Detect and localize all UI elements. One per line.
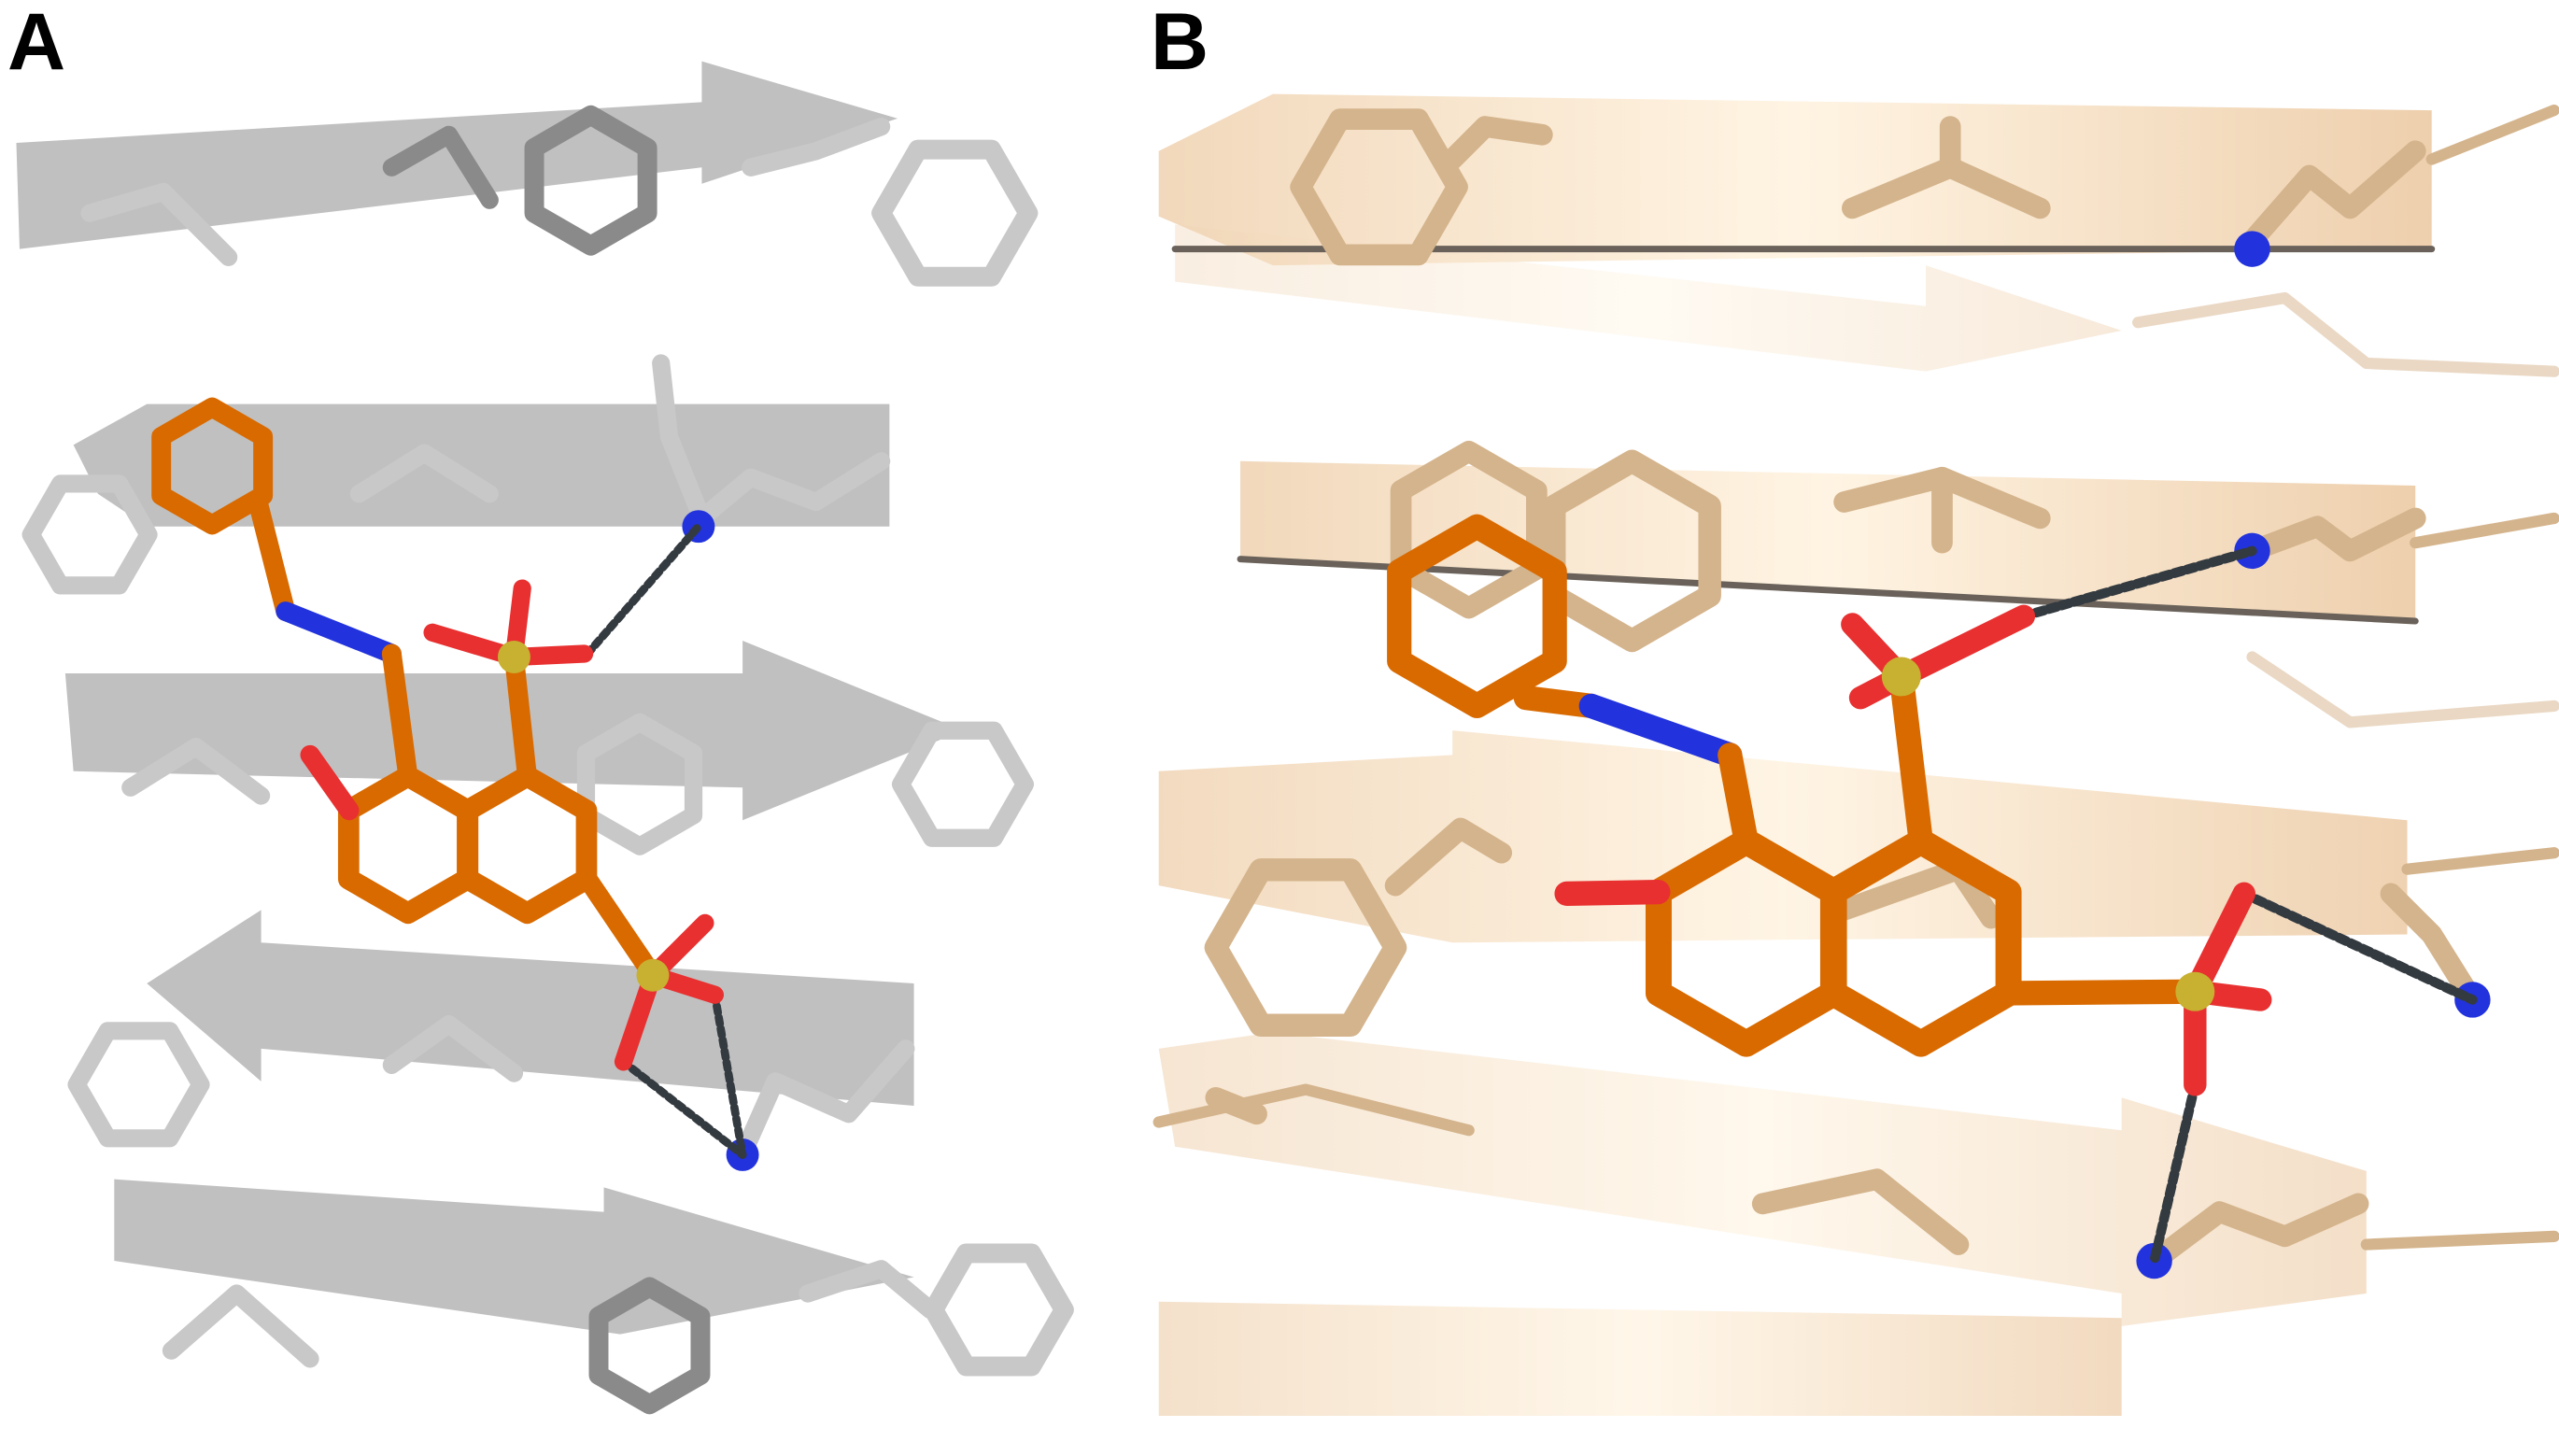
sulfur-atom <box>497 641 530 673</box>
hydrogen-bond <box>2149 1080 2200 1266</box>
phenylalanine-ring <box>871 139 1039 287</box>
phenylalanine-ring <box>67 1022 210 1148</box>
phenylalanine-ring <box>1542 449 1721 653</box>
hydrogen-bond <box>711 990 747 1159</box>
loop-coil <box>1152 1083 1475 1137</box>
phenylalanine-ring <box>524 105 657 256</box>
beta-strand <box>114 1179 914 1335</box>
ligand-naphthalene-ring <box>457 765 598 925</box>
ligand-bond <box>503 647 537 786</box>
lysine-sidechain <box>2380 883 2483 1011</box>
panel-label-a: A <box>7 0 66 87</box>
sidechain <box>1205 1086 1267 1125</box>
valine-sidechain <box>1751 1168 1970 1255</box>
valine-sidechain <box>349 444 499 503</box>
lysine-sidechain <box>2241 140 2426 252</box>
sidechain <box>799 1260 940 1320</box>
sulfur-atom <box>1881 657 1921 697</box>
lysine-sidechain <box>2143 1193 2369 1272</box>
beta-strand <box>1158 730 2408 943</box>
lysine-sidechain <box>652 354 891 528</box>
azo-bond <box>276 601 402 664</box>
hydrogen-bond <box>2239 888 2478 1005</box>
hydrogen-bond <box>583 522 703 658</box>
phenylalanine-ring <box>1290 108 1468 266</box>
panel-b <box>1152 93 2559 1417</box>
sidechain <box>1384 817 1513 897</box>
hydroxyl-bond <box>300 744 360 821</box>
lysine-sidechain <box>733 1039 915 1165</box>
phenylalanine-ring <box>588 1277 711 1415</box>
ligand-naphthalene-ring <box>337 765 478 925</box>
loop-coil <box>2132 291 2559 377</box>
ligand-bond <box>577 869 663 985</box>
azo-bond <box>1578 693 1743 768</box>
sidechain <box>742 117 891 177</box>
beta-strand <box>147 910 914 1107</box>
ligand-bond <box>1888 664 1933 855</box>
phenylalanine-ring <box>576 713 703 855</box>
hydrogen-bond <box>619 1057 747 1159</box>
sidechain <box>1441 116 1553 170</box>
phenylalanine-ring <box>924 1243 1074 1377</box>
loop-coil <box>2401 847 2559 875</box>
panel-a <box>16 61 1074 1415</box>
sulfonate-bond <box>1889 604 2036 688</box>
ligand-naphthalene-ring <box>1819 827 2022 1057</box>
lysine-sidechain <box>2241 507 2426 562</box>
phenylalanine-ring <box>1390 440 1548 619</box>
ligand-bond <box>247 491 296 622</box>
panel-label-b: B <box>1151 0 1209 87</box>
loop-coil <box>2246 651 2559 728</box>
ligand-bond <box>1997 979 2208 1006</box>
valine-sidechain <box>162 1284 319 1368</box>
valine-sidechain <box>121 737 271 805</box>
phenylalanine-ring <box>21 474 158 595</box>
beta-strand <box>1158 1032 2367 1326</box>
valine-sidechain <box>382 1015 524 1082</box>
loop-coil <box>2425 104 2559 165</box>
valine-sidechain <box>80 182 238 266</box>
phenylalanine-ring <box>1204 858 1407 1037</box>
strand-edge <box>1237 556 2419 625</box>
ligand-bond <box>1718 742 1759 855</box>
loop-coil <box>2360 1230 2559 1251</box>
valine-sidechain <box>382 125 499 209</box>
nitrogen-atom <box>2234 231 2270 267</box>
sulfur-atom <box>2175 971 2215 1011</box>
ligand-phenyl-ring <box>1387 514 1567 719</box>
hydroxyl-bond <box>1554 880 1671 906</box>
sulfur-atom <box>636 958 670 992</box>
phenylalanine-ring <box>891 721 1035 847</box>
ligand-bond <box>381 643 418 786</box>
beta-strand <box>1158 1301 2122 1417</box>
hydrogen-bond <box>2018 545 2257 622</box>
loop-coil <box>2410 512 2559 549</box>
ligand-phenyl-ring <box>151 397 274 535</box>
